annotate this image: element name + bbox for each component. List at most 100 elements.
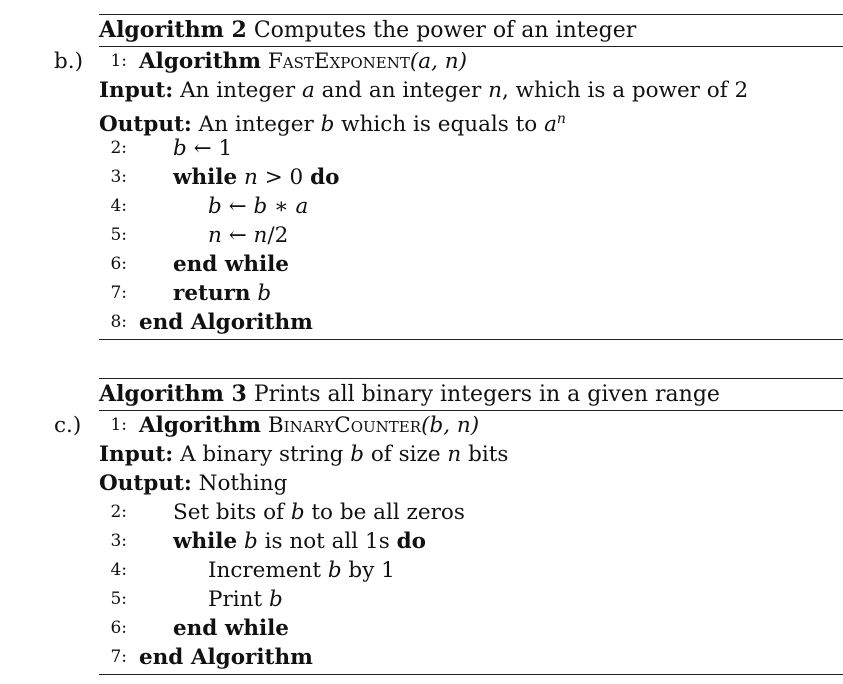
algorithm-name: FastExponent <box>267 49 410 74</box>
algorithm-args: (a, n) <box>409 49 467 74</box>
statement: b ← b ∗ a <box>208 192 308 221</box>
text: and an integer <box>314 78 489 103</box>
line-number: 2: <box>110 138 127 158</box>
statement: n ← n/2 <box>208 221 288 250</box>
line-number: 3: <box>110 167 127 187</box>
caption-text: Prints all binary integers in a given ra… <box>246 382 720 407</box>
variable: b <box>327 558 342 583</box>
algorithm-caption: Algorithm 2 Computes the power of an int… <box>99 15 843 46</box>
algorithm-args: (b, n) <box>421 413 480 438</box>
text: is not all 1s <box>257 529 397 554</box>
input-label: Input: <box>99 442 174 467</box>
line-number: 4: <box>110 196 127 216</box>
variable: n <box>253 223 268 248</box>
algorithm-name: BinaryCounter <box>267 413 422 438</box>
keyword: return <box>173 281 251 306</box>
statement: while b is not all 1s do <box>173 527 426 556</box>
algorithm-line-3: 3: while n > 0 do <box>99 163 843 192</box>
algorithm-header: Algorithm BinaryCounter(b, n) <box>139 411 479 440</box>
operator: /2 <box>267 223 289 248</box>
variable: b <box>208 194 222 219</box>
caption-label: Algorithm 3 <box>99 381 247 407</box>
variable: b <box>320 112 335 137</box>
keyword: end Algorithm <box>139 645 313 670</box>
part-label: b.) <box>54 49 83 74</box>
text: Nothing <box>191 471 288 496</box>
keyword: Algorithm <box>139 49 262 74</box>
keyword: while <box>173 165 238 190</box>
input-line: Input: A binary string b of size n bits <box>99 440 843 469</box>
keyword: do <box>396 529 426 554</box>
variable: b <box>244 529 258 554</box>
algorithm-line-2: 2: b ← 1 <box>99 134 843 163</box>
bottom-rule <box>99 674 843 675</box>
variable: b <box>173 136 187 161</box>
operator: ← <box>221 194 254 219</box>
algorithm-line-1: b.) 1: Algorithm FastExponent(a, n) <box>54 47 843 76</box>
line-number: 7: <box>110 283 127 303</box>
algorithm-line-7: 7: end Algorithm <box>99 643 843 672</box>
operator: ← <box>221 223 254 248</box>
bottom-rule <box>99 339 843 340</box>
exponent: n <box>556 111 566 127</box>
algorithm-line-4: 4: Increment b by 1 <box>99 556 843 585</box>
text: of size <box>364 442 448 467</box>
input-text: Input: An integer a and an integer n, wh… <box>99 76 748 105</box>
algorithm-line-8: 8: end Algorithm <box>99 308 843 337</box>
algorithm-line-3: 3: while b is not all 1s do <box>99 527 843 556</box>
line-number: 4: <box>110 560 127 580</box>
variable: b <box>350 442 365 467</box>
statement: Set bits of b to be all zeros <box>173 498 465 527</box>
variable: a <box>544 112 557 137</box>
operator: ∗ <box>267 194 296 219</box>
text: A binary string <box>173 442 351 467</box>
output-line: Output: An integer b which is equals to … <box>99 105 843 137</box>
caption-label: Algorithm 2 <box>99 17 247 43</box>
statement: b ← 1 <box>173 134 232 163</box>
keyword: end Algorithm <box>139 310 313 335</box>
caption-rule <box>99 46 843 47</box>
algorithm-line-2: 2: Set bits of b to be all zeros <box>99 498 843 527</box>
output-label: Output: <box>99 112 192 137</box>
text: Set bits of <box>173 500 291 525</box>
line-number: 6: <box>110 618 127 638</box>
variable: b <box>257 281 272 306</box>
variable: b <box>268 587 283 612</box>
part-label: c.) <box>54 413 82 438</box>
top-rule <box>99 378 843 379</box>
algorithm-3-block: Algorithm 3 Prints all binary integers i… <box>54 378 843 675</box>
input-label: Input: <box>99 78 174 103</box>
text: An integer <box>191 112 321 137</box>
line-number: 5: <box>110 225 127 245</box>
algorithm-line-5: 5: Print b <box>99 585 843 614</box>
variable: b <box>253 194 268 219</box>
text: bits <box>461 442 509 467</box>
top-rule <box>99 14 843 15</box>
line-number: 5: <box>110 589 127 609</box>
variable: n <box>447 442 462 467</box>
output-text: Output: An integer b which is equals to … <box>99 105 566 139</box>
output-line: Output: Nothing <box>99 469 843 498</box>
keyword: end while <box>173 252 289 277</box>
variable: n <box>488 78 502 103</box>
caption-rule <box>99 410 843 411</box>
output-label: Output: <box>99 471 192 496</box>
statement: Increment b by 1 <box>208 556 395 585</box>
algorithm-line-5: 5: n ← n/2 <box>99 221 843 250</box>
algorithm-2-block: Algorithm 2 Computes the power of an int… <box>54 14 843 340</box>
keyword: while <box>173 529 238 554</box>
text: by 1 <box>341 558 395 583</box>
text: An integer <box>173 78 302 103</box>
variable: b <box>290 500 305 525</box>
keyword: end while <box>173 616 289 641</box>
algorithm-line-4: 4: b ← b ∗ a <box>99 192 843 221</box>
variable: n <box>208 223 222 248</box>
operator: ← 1 <box>186 136 233 161</box>
line-number: 3: <box>110 531 127 551</box>
variable: a <box>301 78 315 103</box>
variable: n <box>244 165 258 190</box>
algorithm-line-1: c.) 1: Algorithm BinaryCounter(b, n) <box>54 411 843 440</box>
line-number: 6: <box>110 254 127 274</box>
text: which is equals to <box>334 112 545 137</box>
statement: Print b <box>208 585 283 614</box>
